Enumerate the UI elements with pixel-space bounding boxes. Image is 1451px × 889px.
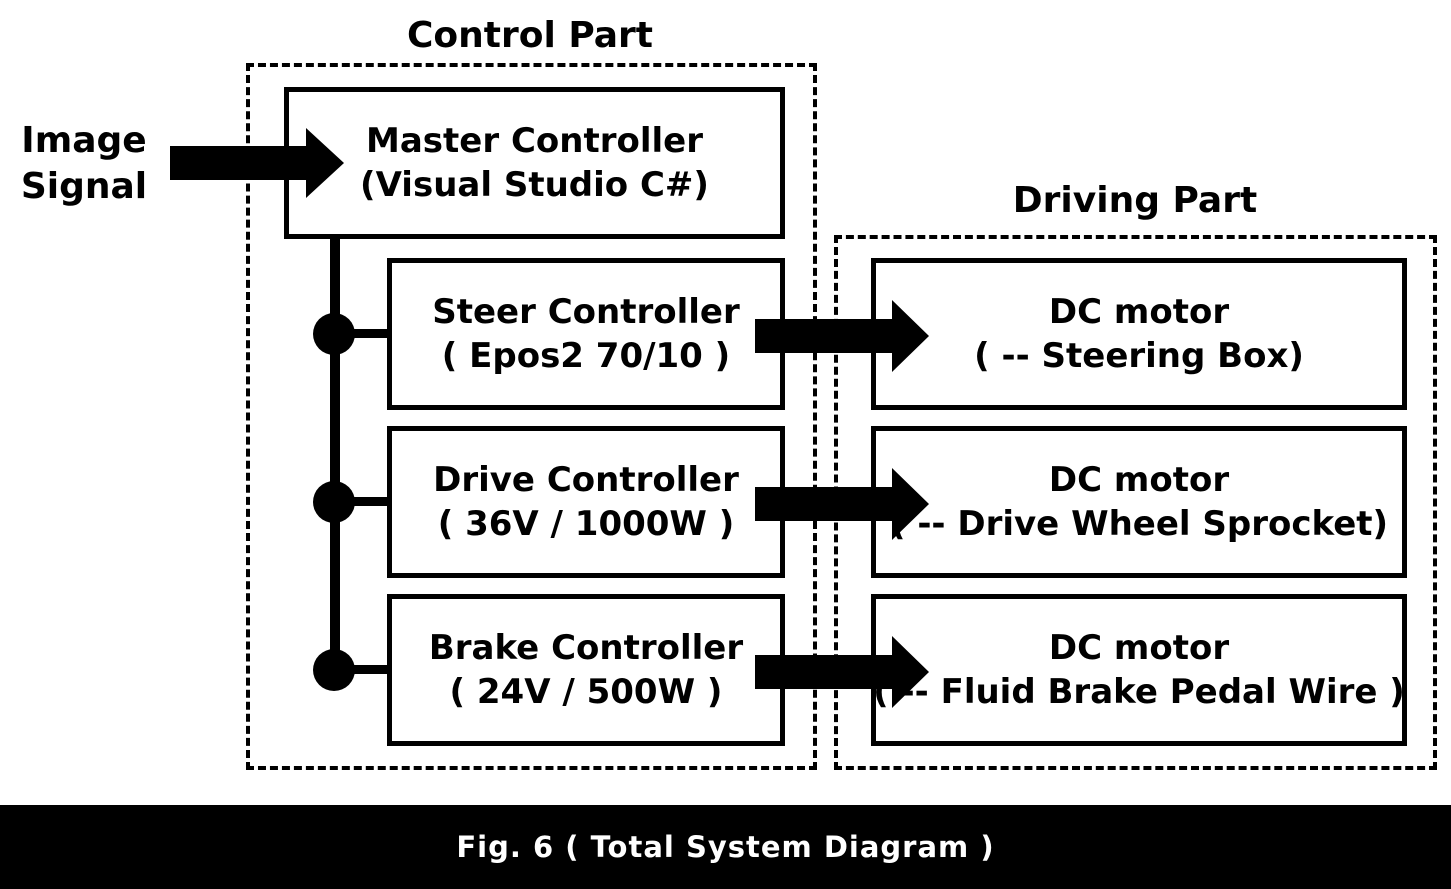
drive-junction-dot <box>313 481 355 523</box>
control-part-title: Control Part <box>406 15 654 56</box>
image-signal-line2: Signal <box>20 166 148 207</box>
steer-controller-box: Steer Controller ( Epos2 70/10 ) <box>387 258 785 410</box>
drive-motor-name: DC motor <box>1048 460 1230 500</box>
drive-controller-box: Drive Controller ( 36V / 1000W ) <box>387 426 785 578</box>
steer-controller-name: Steer Controller <box>432 292 740 332</box>
steering-motor-name: DC motor <box>1048 292 1230 332</box>
brake-controller-name: Brake Controller <box>428 628 744 668</box>
brake-motor-detail: ( -- Fluid Brake Pedal Wire ) <box>873 672 1405 712</box>
master-controller-detail: (Visual Studio C#) <box>360 165 709 205</box>
master-controller-name: Master Controller <box>366 121 703 161</box>
master-controller-box: Master Controller (Visual Studio C#) <box>284 87 785 239</box>
brake-motor-box: DC motor ( -- Fluid Brake Pedal Wire ) <box>871 594 1407 746</box>
steering-motor-box: DC motor ( -- Steering Box) <box>871 258 1407 410</box>
drive-controller-name: Drive Controller <box>433 460 739 500</box>
image-signal-line1: Image <box>21 120 147 161</box>
drive-branch-line <box>335 497 391 506</box>
image-signal-label: Image Signal <box>14 118 154 210</box>
control-part-group <box>246 63 817 770</box>
steer-branch-line <box>335 329 391 338</box>
steer-controller-detail: ( Epos2 70/10 ) <box>441 336 731 376</box>
brake-to-motor-arrow <box>755 636 929 708</box>
brake-controller-detail: ( 24V / 500W ) <box>449 672 723 712</box>
steer-to-motor-arrow <box>755 300 929 372</box>
driving-part-title: Driving Part <box>1012 180 1258 221</box>
image-signal-arrow <box>170 128 344 198</box>
drive-motor-detail: ( -- Drive Wheel Sprocket) <box>889 504 1389 544</box>
drive-controller-detail: ( 36V / 1000W ) <box>437 504 735 544</box>
figure-caption: Fig. 6 ( Total System Diagram ) <box>0 805 1451 889</box>
brake-junction-dot <box>313 649 355 691</box>
drive-to-motor-arrow <box>755 468 929 540</box>
brake-branch-line <box>335 665 391 674</box>
brake-motor-name: DC motor <box>1048 628 1230 668</box>
steering-motor-detail: ( -- Steering Box) <box>974 336 1304 376</box>
brake-controller-box: Brake Controller ( 24V / 500W ) <box>387 594 785 746</box>
control-bus-line <box>330 236 340 672</box>
steer-junction-dot <box>313 313 355 355</box>
